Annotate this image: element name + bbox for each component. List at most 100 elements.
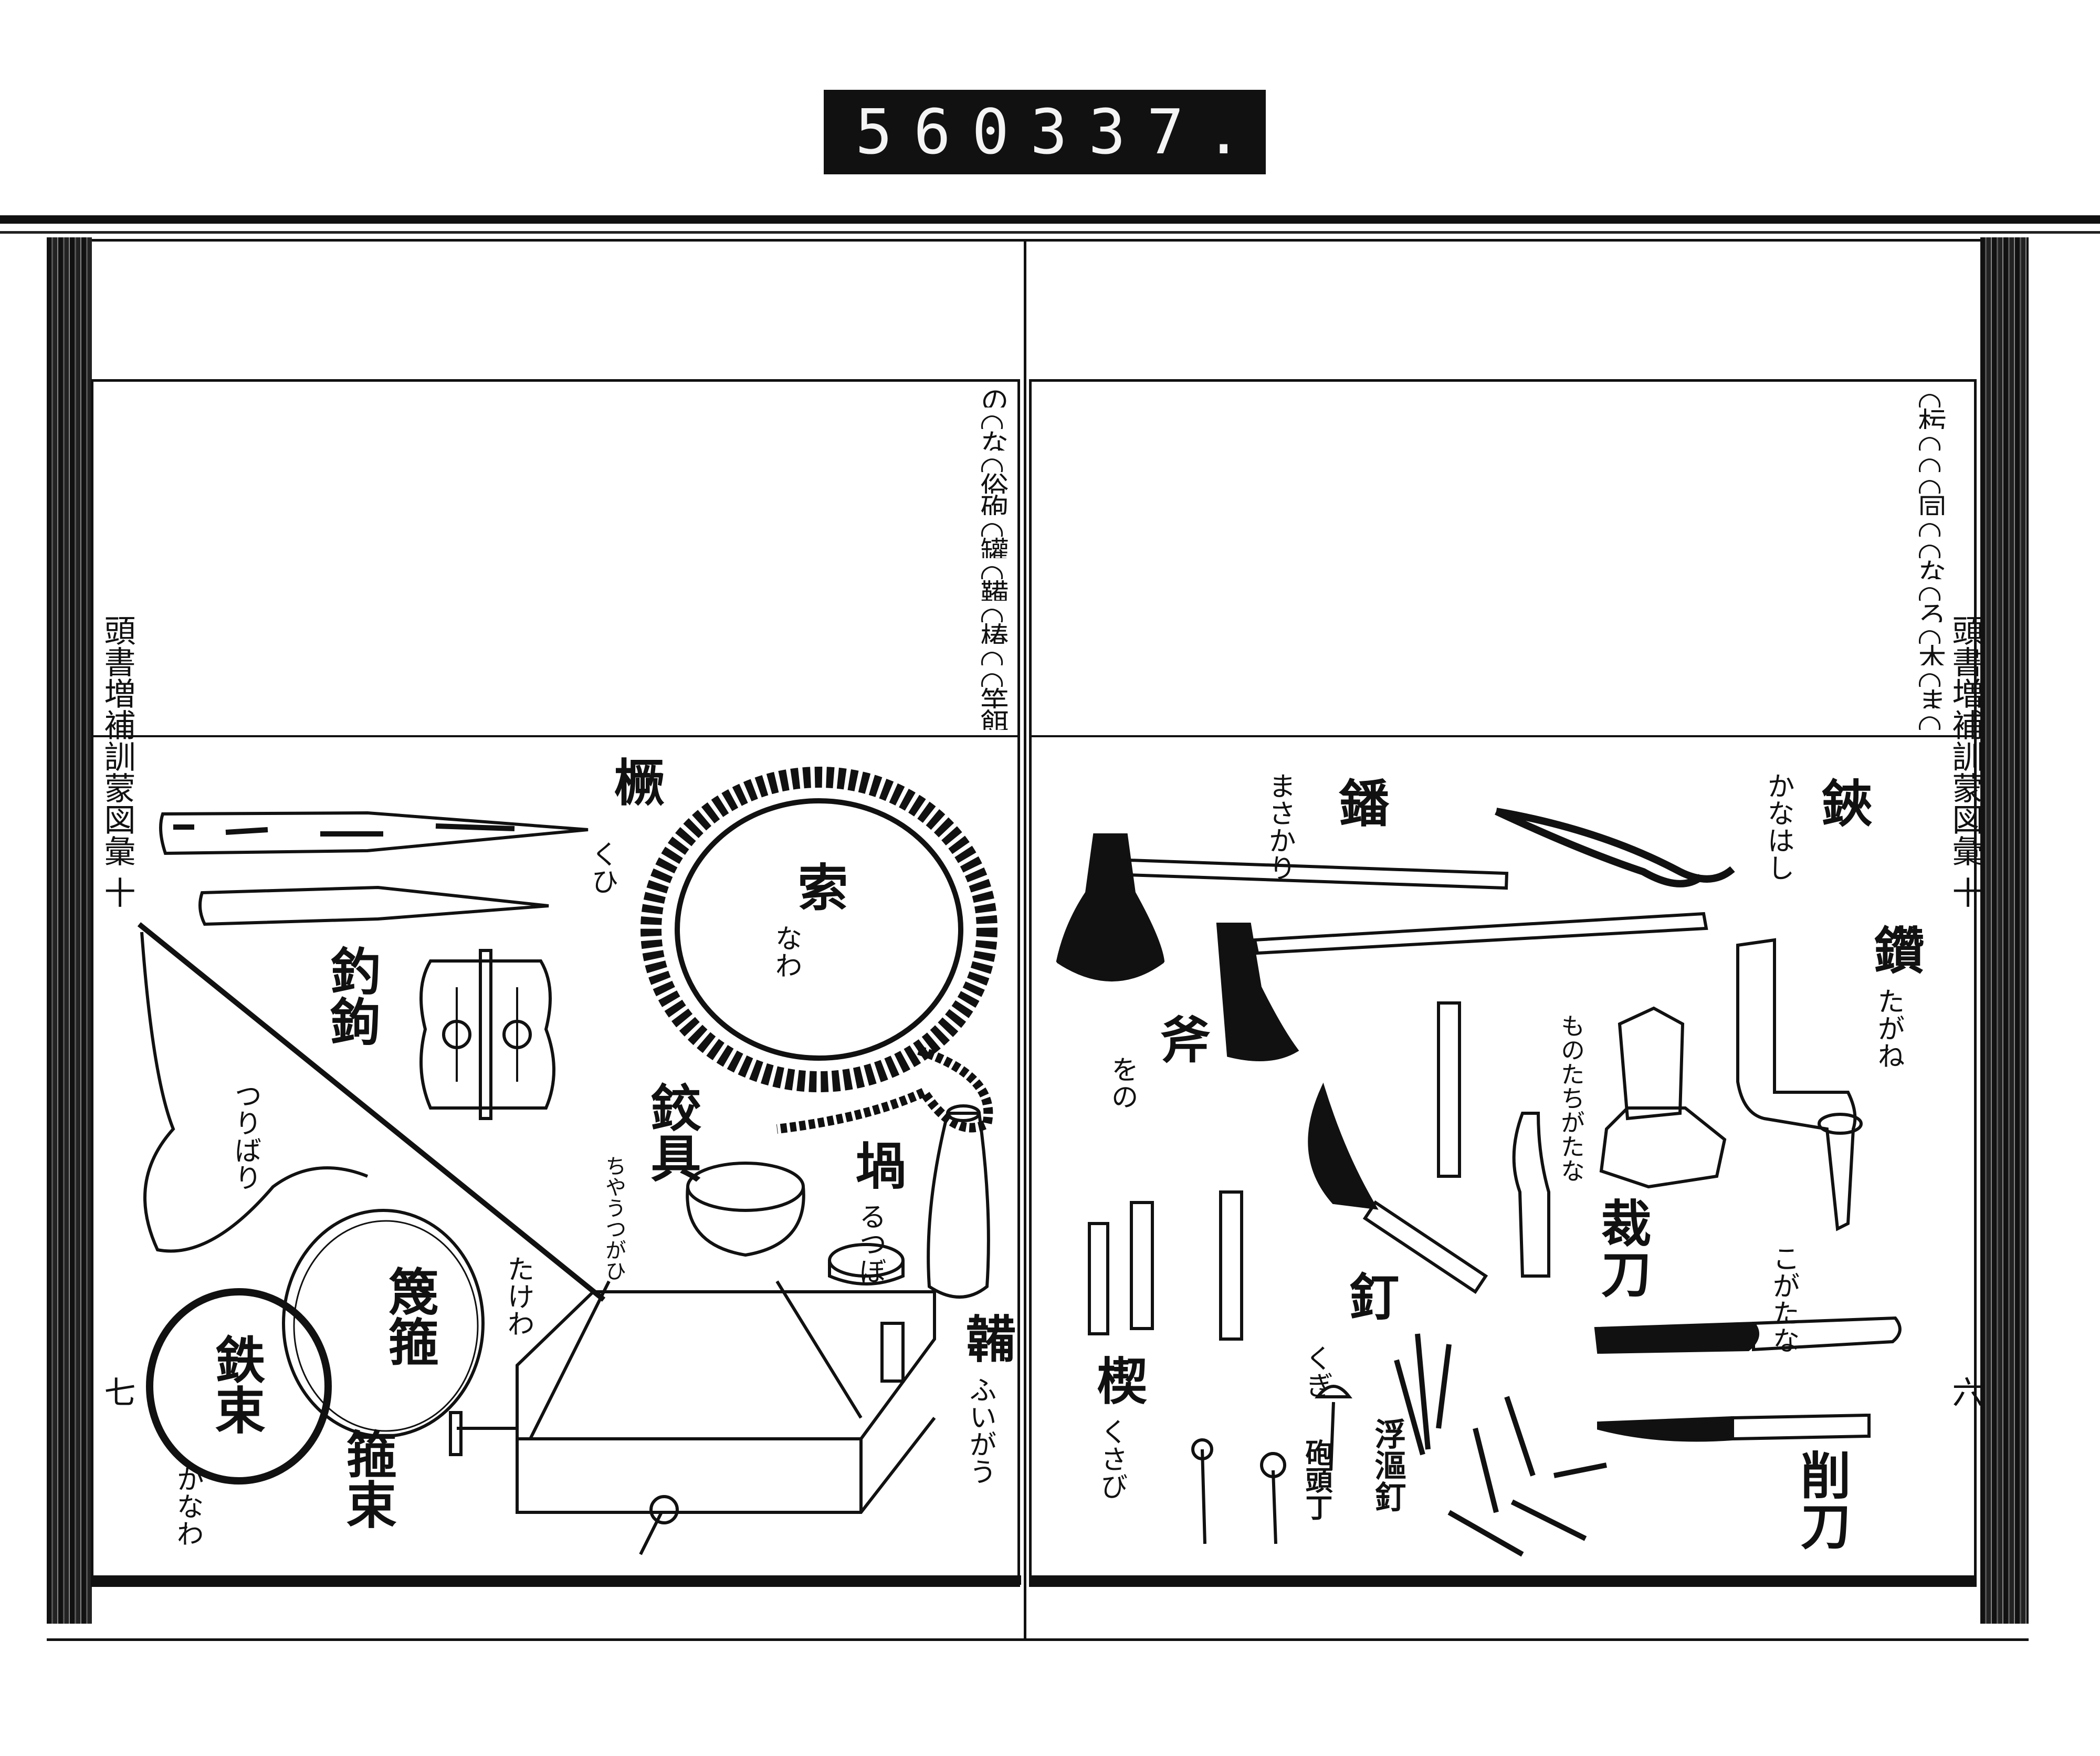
text-column: ○楔ハ木釘なり 又栓しい字 bbox=[1901, 708, 1958, 730]
label-nail: 釘 bbox=[1340, 1271, 1400, 1321]
label-crucible: 堝 bbox=[847, 1140, 906, 1190]
label-iron-hoop-reading: かなわ bbox=[172, 1465, 203, 1547]
fishing-rod-illustration bbox=[137, 922, 606, 1302]
broad-axe-illustration bbox=[1056, 833, 1509, 981]
rope-coil-illustration bbox=[640, 767, 998, 1134]
label-bamboo-hoop: 篾箍 bbox=[380, 1266, 439, 1366]
label-wedge: 楔 bbox=[1088, 1355, 1148, 1405]
text-column: まるくつくり閑りのあり bbox=[1901, 687, 1958, 708]
center-fold bbox=[1024, 239, 1026, 1638]
right-book-edge bbox=[1980, 237, 2029, 1624]
text-column: ○斧ハ神農つくるよ bbox=[1901, 622, 1958, 644]
left-text-divider bbox=[91, 735, 1020, 737]
label-wedge-reading: くさび bbox=[1096, 1418, 1127, 1500]
text-column: ○鑽ハ鉄砧なり 鉄鍖 鉄鉆 bbox=[1901, 472, 1958, 494]
label-broad-axe: 鐇 bbox=[1330, 777, 1389, 828]
text-column: 俗ふりそんおう鐶円なり bbox=[963, 472, 1021, 494]
left-page-text: の音とりつくるよ ○索ハ大なる縄索とひ小 なるを縄といふ ○浮漚釘ハのぞきのぎな… bbox=[105, 386, 1021, 730]
text-column: ○堝ハるつぼなり 甘堝とも云 bbox=[963, 515, 1021, 537]
text-column: 鞴ハたたら bbox=[963, 579, 1021, 601]
text-column: の音とりつくるよ bbox=[963, 386, 1021, 407]
top-rule-thin bbox=[0, 231, 2100, 234]
text-column: ○鞴ハ 鞴韛とも書く 踏 bbox=[963, 558, 1021, 580]
left-page-number: 七 bbox=[99, 1376, 135, 1407]
label-axe: 斧 bbox=[1151, 1013, 1211, 1064]
tongs-illustration bbox=[1495, 808, 1735, 887]
left-margin-title: 頭書増補訓蒙図彙 十 bbox=[99, 614, 135, 908]
text-column: 椿なんひ同くゐなで bbox=[963, 622, 1021, 644]
wedge-illustration bbox=[1088, 1190, 1243, 1341]
text-column: 砲頭丁ハ俗つべう bbox=[963, 494, 1021, 515]
text-column: ○鎚ハ鉄鎚なり bbox=[1901, 429, 1958, 451]
text-column: ○鏝ハ壁ぬる具なり 鏝 bbox=[1901, 386, 1958, 407]
label-fishhook-reading: つりばり bbox=[229, 1082, 261, 1191]
label-stake-reading: くひ bbox=[586, 840, 618, 895]
text-column: ○浮漚釘ハのぞきのぎなり bbox=[963, 451, 1021, 472]
left-bottom-bar bbox=[92, 1575, 1021, 1585]
text-column: ○索ハ大なる縄索とひ小 bbox=[963, 407, 1021, 429]
bellows-illustration bbox=[449, 1280, 936, 1555]
axe-illustration bbox=[1216, 912, 1708, 1061]
label-small-knife-reading: こがたな bbox=[1768, 1245, 1799, 1354]
label-round-head-nail: 砲頭丁 bbox=[1300, 1439, 1332, 1521]
label-rope-reading: なわ bbox=[770, 924, 802, 979]
knife-illustration bbox=[1594, 1316, 1902, 1442]
iron-hoop-illustration bbox=[146, 1288, 332, 1485]
text-column: なるを縄といふ bbox=[963, 429, 1021, 451]
left-page-frame bbox=[91, 379, 1020, 1587]
catalog-number-label: 560 337. bbox=[824, 90, 1266, 174]
label-cutting-knife: 裁刀 bbox=[1592, 1197, 1652, 1298]
right-margin-title: 頭書増補訓蒙図彙 十 bbox=[1947, 614, 1983, 908]
book-spread bbox=[47, 239, 2029, 1641]
label-fishhook: 釣鉤 bbox=[322, 945, 381, 1046]
right-bottom-bar bbox=[1030, 1575, 1975, 1585]
right-page-frame bbox=[1029, 379, 1977, 1587]
right-page-number: 六 bbox=[1947, 1376, 1983, 1407]
top-rule bbox=[0, 215, 2100, 224]
text-column: 木をきる具なり 柯その柄 bbox=[1901, 644, 1958, 665]
text-column: ○削刀ハ小刀なり bbox=[1901, 515, 1958, 537]
left-book-edge bbox=[47, 237, 92, 1624]
chisel-crank-illustration bbox=[1736, 938, 1863, 1231]
label-iron-hoop: 鉄束 bbox=[206, 1334, 266, 1435]
label-bellows-reading: ふいがう bbox=[964, 1376, 996, 1485]
label-chisel-reading: たがね bbox=[1873, 987, 1904, 1069]
label-tongs-reading: かなはし bbox=[1762, 772, 1794, 881]
label-float-nail: 浮漚釘 bbox=[1369, 1418, 1406, 1512]
text-column: ○釣鉤ハつりばりなり 鉤 bbox=[963, 665, 1021, 687]
text-column: 杇 杇同じことなり bbox=[1901, 407, 1958, 429]
right-page-text: ○鏝ハ壁ぬる具なり 鏝 杇 杇同じことなり ○鎚ハ鉄鎚なり ○鋏ハかなばさミ 火… bbox=[1045, 386, 1958, 730]
text-column: 餌ハゑばと字がけなり bbox=[963, 708, 1021, 730]
cutting-knife-illustration bbox=[1308, 1001, 1550, 1294]
label-hoop-band: 箍束 bbox=[338, 1428, 397, 1529]
label-cutting-knife-reading: ものたちがたな bbox=[1557, 1013, 1586, 1183]
text-column: 同じ字なれども bbox=[1901, 494, 1958, 515]
text-column: なかなを bbox=[1901, 558, 1958, 580]
buckle-illustration bbox=[419, 949, 555, 1120]
right-text-divider bbox=[1029, 735, 1977, 737]
label-axe-reading: をの bbox=[1106, 1055, 1138, 1110]
label-crucible-reading: るつぼ bbox=[854, 1203, 886, 1284]
text-column: ○裁刀ハ鑿のごとくのみつるこぎ bbox=[1901, 537, 1958, 558]
text-column: ○鐇ハ刀斧なり 斧の刄ひ bbox=[1901, 579, 1958, 601]
label-nail-reading: くぎ bbox=[1300, 1344, 1332, 1399]
crucible-illustration bbox=[686, 1104, 990, 1299]
label-paring-knife: 削刀 bbox=[1792, 1449, 1851, 1550]
label-stake: 橛 bbox=[605, 756, 665, 807]
text-column: ○釘ハくぎなり 物をつく bbox=[1901, 665, 1958, 687]
nails-illustration bbox=[1191, 1333, 1607, 1557]
text-column: ○橛ハ木段なり 杙なり 橜 bbox=[963, 601, 1021, 622]
text-column: 罐同 型摸ハ並いこと bbox=[963, 537, 1021, 558]
text-column: ろきをいを bbox=[1901, 601, 1958, 622]
text-column: ○鉸具ハ蝶つがひ 鍱鍱同 bbox=[963, 644, 1021, 665]
label-buckle-reading: ちやうつがひ bbox=[602, 1155, 626, 1281]
catalog-number-right: 337. bbox=[1030, 96, 1264, 168]
catalog-number-left: 560 bbox=[855, 96, 1031, 168]
bamboo-hoop-illustration bbox=[282, 1209, 485, 1438]
label-buckle: 鉸具 bbox=[642, 1082, 701, 1183]
label-bamboo-reading: たけわ bbox=[502, 1255, 534, 1337]
label-broad-axe-reading: まさかり bbox=[1264, 772, 1295, 881]
stake-illustration bbox=[159, 811, 589, 926]
label-tongs: 鋏 bbox=[1813, 777, 1872, 828]
